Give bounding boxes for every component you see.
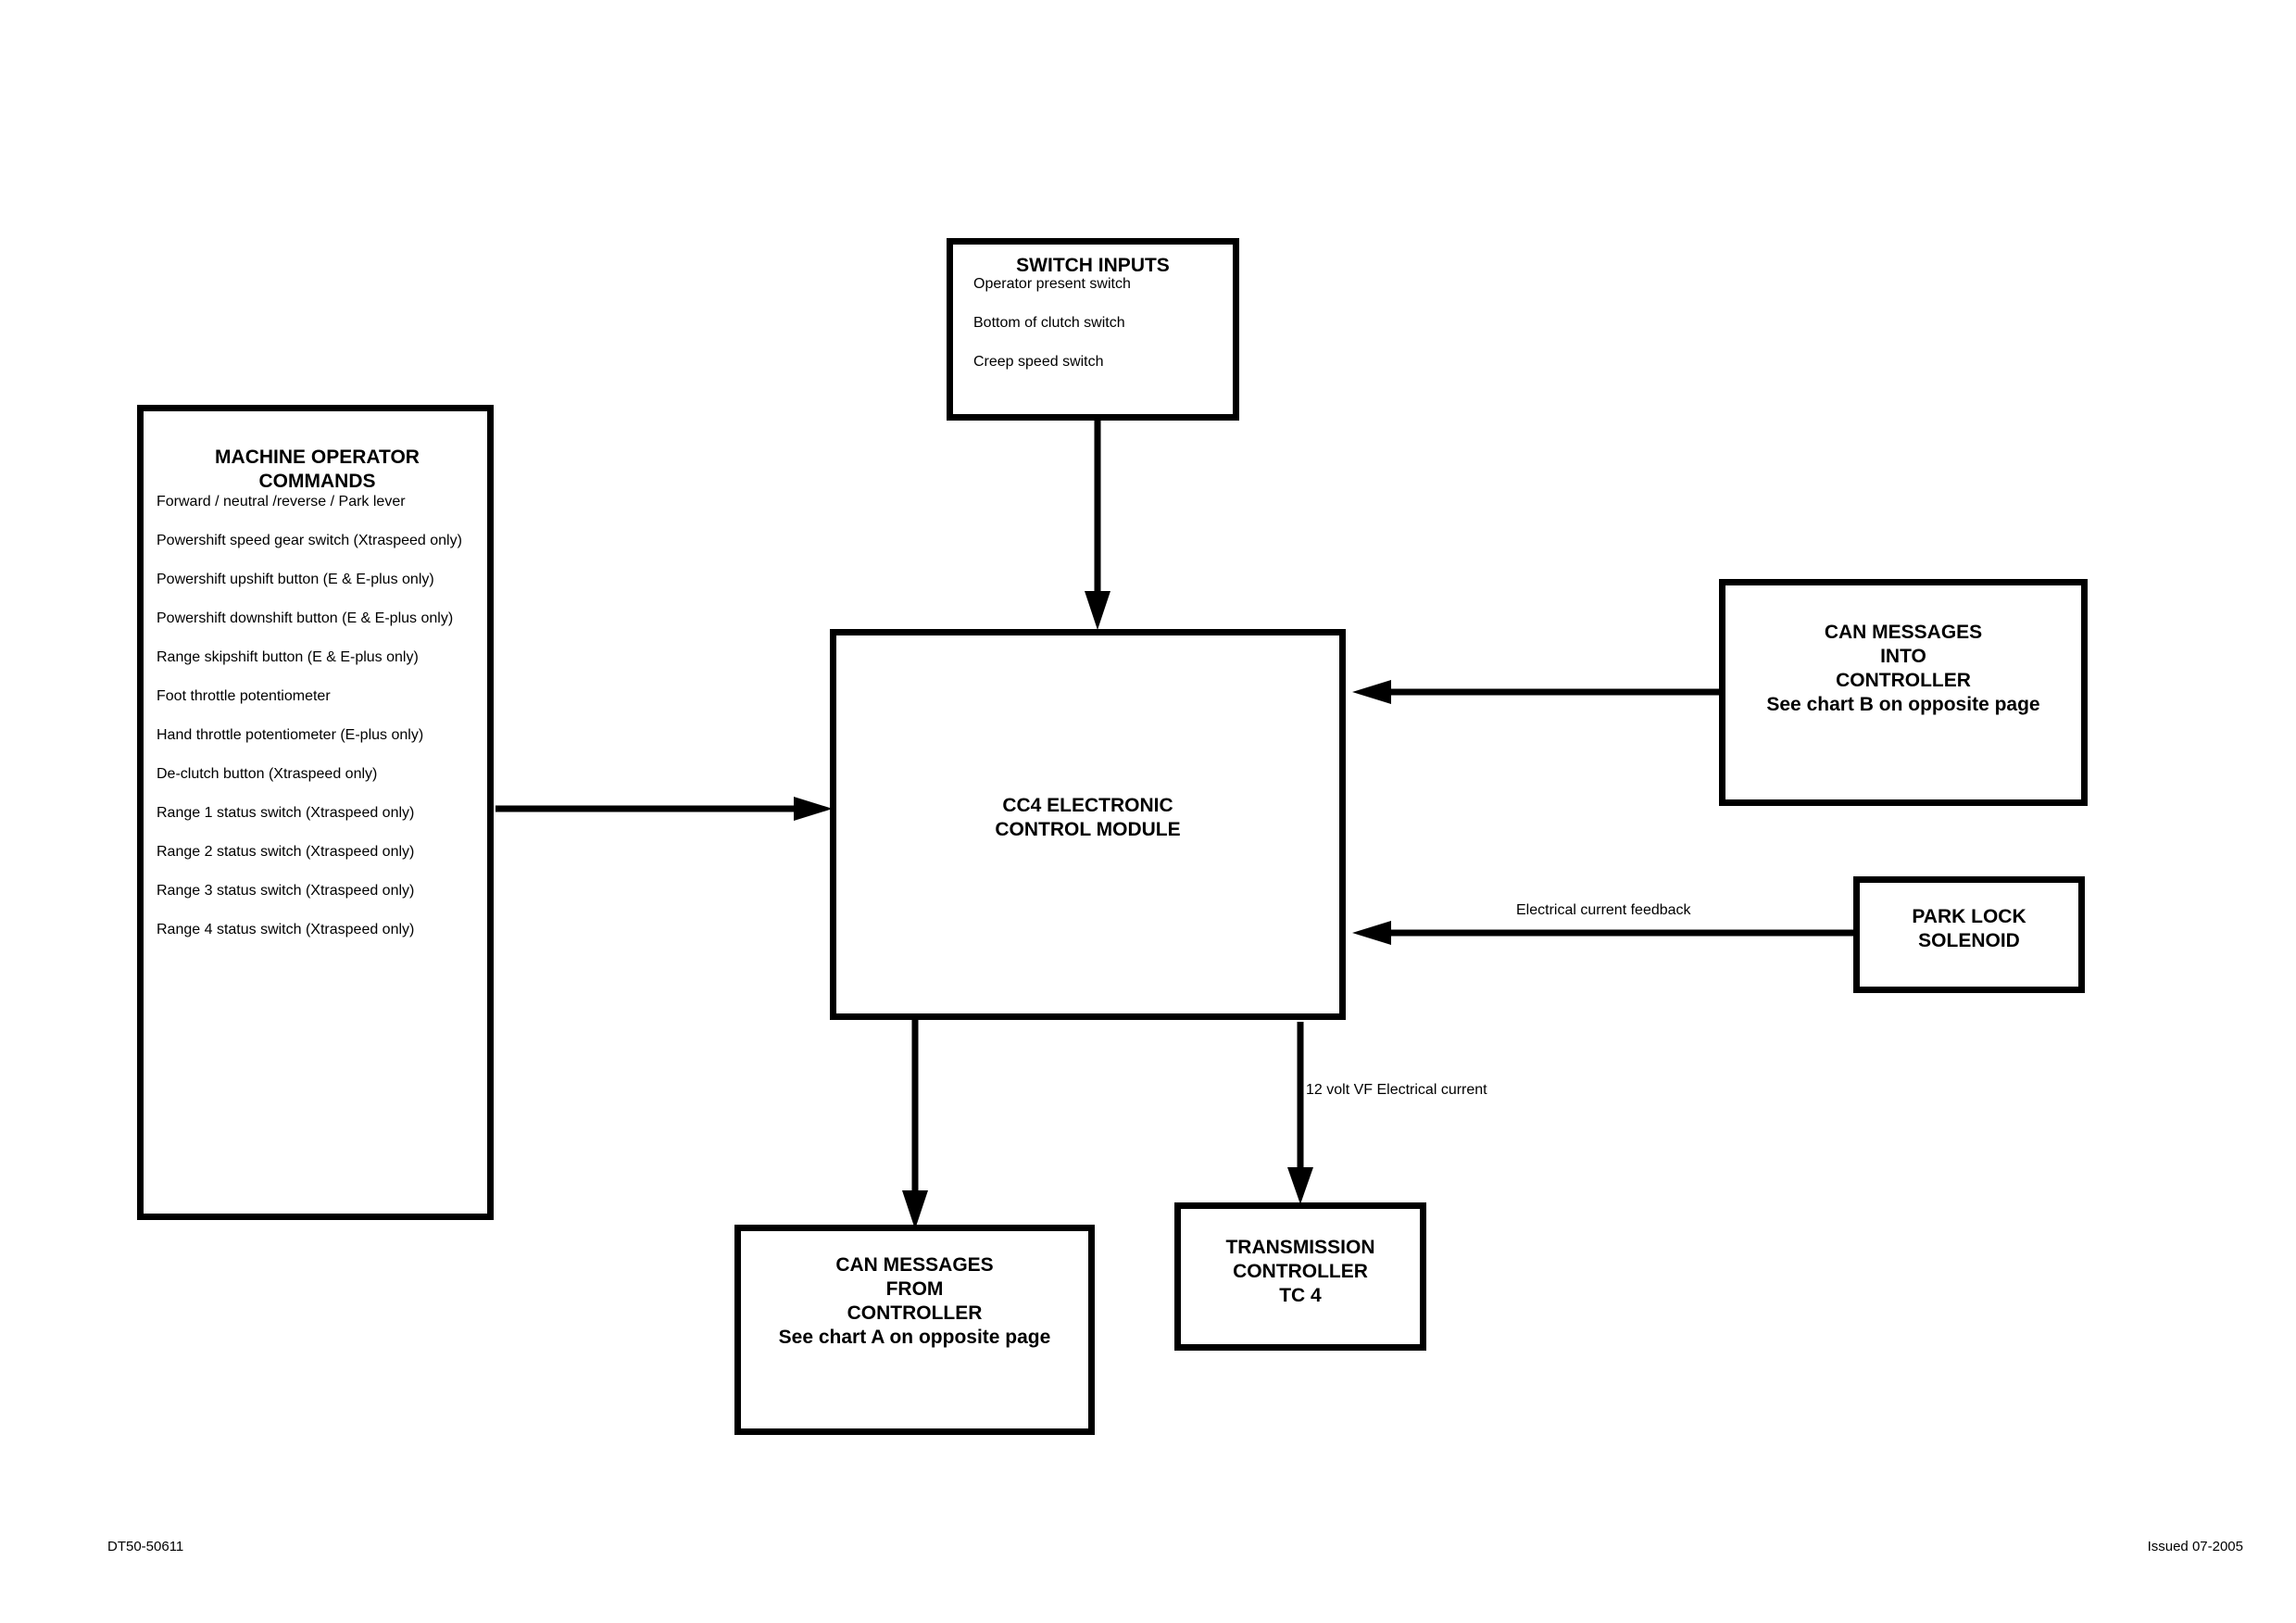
- can-from-title: CAN MESSAGES FROM CONTROLLER See chart A…: [778, 1254, 1051, 1348]
- arrowhead-right-module-left: [794, 797, 833, 821]
- switch-inputs-box: SWITCH INPUTS Operator present switch Bo…: [947, 238, 1239, 421]
- operator-command-item: Range 1 status switch (Xtraspeed only): [157, 805, 415, 821]
- cc4-module-title: CC4 ELECTRONIC CONTROL MODULE: [995, 795, 1181, 840]
- feedback-label: Electrical current feedback: [1516, 902, 1691, 918]
- operator-command-item: Powershift upshift button (E & E-plus on…: [157, 572, 434, 587]
- operator-command-item: Powershift speed gear switch (Xtraspeed …: [157, 533, 462, 548]
- operator-command-item: De-clutch button (Xtraspeed only): [157, 766, 378, 782]
- park-lock-title: PARK LOCK SOLENOID: [1912, 906, 2026, 951]
- operator-command-item: Range 2 status switch (Xtraspeed only): [157, 844, 415, 860]
- cc4-module-box: CC4 ELECTRONIC CONTROL MODULE: [830, 629, 1346, 1020]
- machine-operator-list: Forward / neutral /reverse / Park lever …: [157, 494, 478, 938]
- operator-command-item: Forward / neutral /reverse / Park lever: [157, 494, 406, 510]
- current-label: 12 volt VF Electrical current: [1306, 1082, 1487, 1098]
- operator-command-item: Range 4 status switch (Xtraspeed only): [157, 922, 415, 937]
- can-into-title: CAN MESSAGES INTO CONTROLLER See chart B…: [1766, 622, 2040, 715]
- operator-command-item: Powershift downshift button (E & E-plus …: [157, 610, 454, 626]
- transmission-controller-box: TRANSMISSION CONTROLLER TC 4: [1174, 1202, 1426, 1351]
- switch-input-item: Creep speed switch: [973, 354, 1104, 370]
- arrowhead-left-module-right-upper: [1352, 680, 1391, 704]
- can-from-box: CAN MESSAGES FROM CONTROLLER See chart A…: [734, 1225, 1095, 1435]
- switch-input-item: Operator present switch: [973, 276, 1131, 292]
- can-into-box: CAN MESSAGES INTO CONTROLLER See chart B…: [1719, 579, 2088, 806]
- switch-inputs-list: Operator present switch Bottom of clutch…: [973, 276, 1212, 371]
- arrowhead-down-transmission: [1287, 1167, 1313, 1204]
- operator-command-item: Foot throttle potentiometer: [157, 688, 331, 704]
- operator-command-item: Hand throttle potentiometer (E-plus only…: [157, 727, 424, 743]
- machine-operator-box: MACHINE OPERATOR COMMANDS Forward / neut…: [137, 405, 494, 1220]
- switch-input-item: Bottom of clutch switch: [973, 315, 1125, 331]
- operator-command-item: Range 3 status switch (Xtraspeed only): [157, 883, 415, 899]
- arrowhead-down-can-from: [902, 1190, 928, 1229]
- switch-inputs-title: SWITCH INPUTS: [1016, 255, 1170, 276]
- issued-date: Issued 07-2005: [2147, 1539, 2243, 1554]
- transmission-controller-title: TRANSMISSION CONTROLLER TC 4: [1225, 1237, 1375, 1306]
- arrowhead-down-module-top: [1085, 591, 1110, 630]
- machine-operator-title: MACHINE OPERATOR COMMANDS: [215, 447, 420, 492]
- arrowhead-left-module-right-lower: [1352, 921, 1391, 945]
- operator-command-item: Range skipshift button (E & E-plus only): [157, 649, 419, 665]
- park-lock-box: PARK LOCK SOLENOID: [1853, 876, 2085, 993]
- document-id: DT50-50611: [107, 1539, 184, 1554]
